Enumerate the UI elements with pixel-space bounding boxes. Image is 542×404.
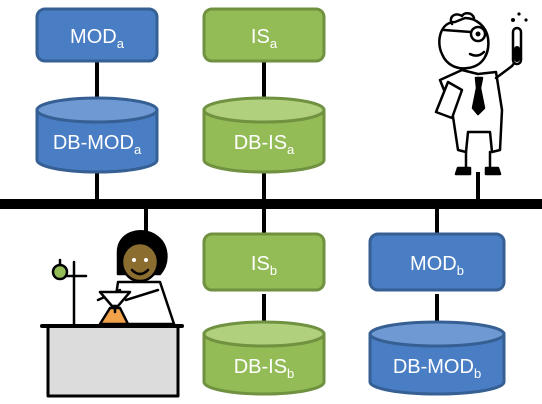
db-mod-b-label: DB-MODb (393, 356, 481, 381)
mod-b-box: MODb (368, 232, 506, 292)
lab-worker-icon (40, 230, 184, 398)
db-mod-b-cylinder: DB-MODb (368, 320, 506, 396)
mod-a-label: MODa (70, 26, 125, 51)
db-mod-a-label: DB-MODa (53, 132, 142, 157)
scientist-icon (434, 12, 528, 176)
db-is-b-cylinder: DB-ISb (202, 320, 326, 396)
is-b-box: ISb (202, 232, 326, 292)
is-a-box: ISa (202, 7, 326, 63)
lab-bench (46, 324, 180, 398)
mod-b-label: MODb (410, 253, 464, 278)
network-bus (0, 199, 542, 209)
is-b-label: ISb (251, 253, 277, 278)
db-mod-a-cylinder: DB-MODa (35, 96, 159, 174)
db-is-a-label: DB-ISa (234, 132, 295, 157)
db-is-b-label: DB-ISb (234, 356, 295, 381)
db-is-a-cylinder: DB-ISa (202, 96, 326, 174)
is-a-label: ISa (251, 26, 278, 51)
mod-a-box: MODa (35, 7, 159, 63)
